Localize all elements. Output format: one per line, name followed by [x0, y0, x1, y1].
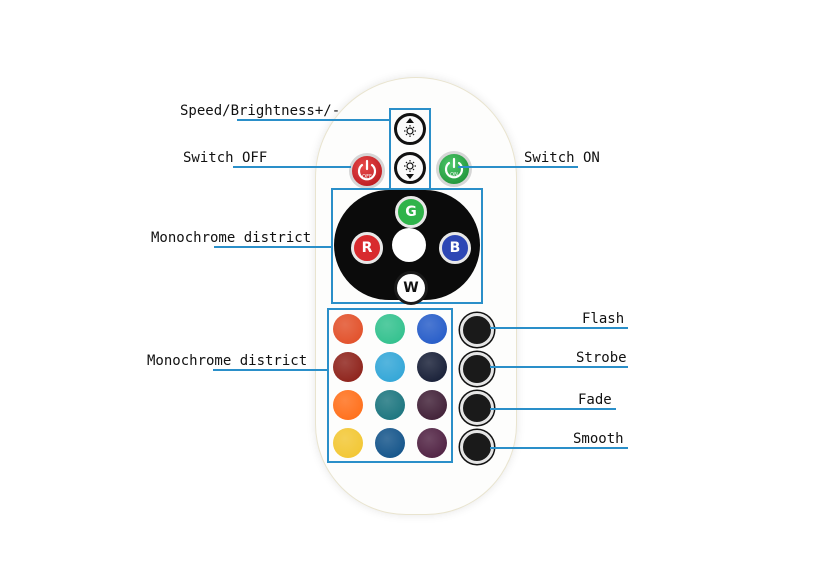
- blue-button[interactable]: B: [439, 232, 471, 264]
- brightness-up-button[interactable]: [394, 113, 426, 145]
- color-button[interactable]: [417, 428, 447, 458]
- brightness-up-icon: [404, 118, 416, 137]
- fade-button[interactable]: [460, 391, 494, 425]
- red-button[interactable]: R: [351, 232, 383, 264]
- label-strobe: Strobe: [576, 350, 627, 366]
- label-monochrome-2: Monochrome district: [147, 353, 308, 369]
- leader-switch-on: [458, 166, 578, 168]
- power-on-button[interactable]: ON: [436, 151, 472, 187]
- flash-button[interactable]: [460, 313, 494, 347]
- leader-speed: [237, 119, 389, 121]
- label-monochrome-1: Monochrome district: [151, 230, 312, 246]
- color-button[interactable]: [375, 352, 405, 382]
- label-switch-on: Switch ON: [524, 150, 600, 166]
- color-button[interactable]: [417, 314, 447, 344]
- label-fade: Fade: [578, 392, 612, 408]
- label-speed-brightness: Speed/Brightness+/-: [180, 103, 341, 119]
- label-switch-off: Switch OFF: [183, 150, 268, 166]
- power-off-button[interactable]: OFF: [349, 153, 385, 189]
- leader-monochrome-1: [214, 246, 332, 248]
- leader-monochrome-2: [213, 369, 328, 371]
- brightness-down-icon: [404, 160, 416, 179]
- power-on-text: ON: [450, 172, 458, 178]
- color-button[interactable]: [333, 390, 363, 420]
- brightness-down-button[interactable]: [394, 152, 426, 184]
- white-button[interactable]: W: [394, 271, 428, 305]
- label-smooth: Smooth: [573, 431, 624, 447]
- color-button[interactable]: [417, 390, 447, 420]
- smooth-button[interactable]: [460, 430, 494, 464]
- color-button[interactable]: [375, 314, 405, 344]
- color-button[interactable]: [375, 428, 405, 458]
- color-grid-frame: [327, 308, 453, 463]
- power-on-icon: ON: [444, 157, 464, 179]
- color-button[interactable]: [333, 428, 363, 458]
- strobe-button[interactable]: [460, 352, 494, 386]
- green-button[interactable]: G: [395, 196, 427, 228]
- color-button[interactable]: [333, 314, 363, 344]
- leader-strobe: [490, 366, 628, 368]
- leader-smooth: [490, 447, 628, 449]
- leader-fade: [490, 408, 616, 410]
- label-flash: Flash: [582, 311, 625, 327]
- power-off-icon: OFF: [357, 159, 377, 181]
- center-white-button[interactable]: [392, 228, 426, 262]
- color-button[interactable]: [375, 390, 405, 420]
- leader-flash: [490, 327, 628, 329]
- leader-switch-off: [233, 166, 351, 168]
- power-off-text: OFF: [362, 174, 372, 180]
- color-button[interactable]: [417, 352, 447, 382]
- color-button[interactable]: [333, 352, 363, 382]
